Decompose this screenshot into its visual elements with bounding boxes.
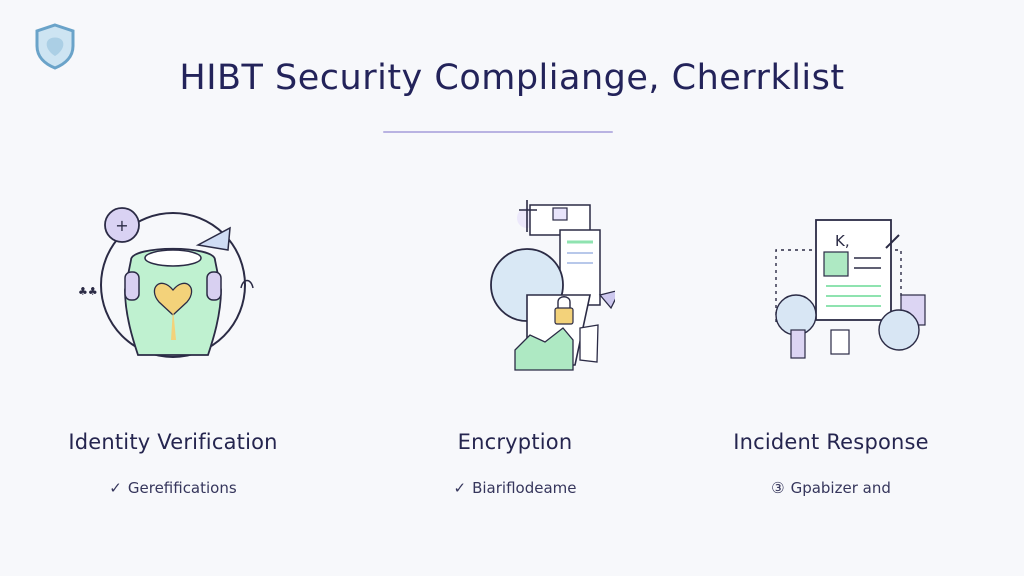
identity-verification-illustration: + ♣♣ — [78, 207, 254, 358]
subtitle-text: Biariflodeame — [472, 479, 577, 497]
column-subtitle: ③ Gpabizer and — [671, 479, 991, 497]
svg-text:♣♣: ♣♣ — [78, 285, 98, 298]
title-divider — [383, 131, 613, 133]
check-circle-icon: ✓ — [109, 479, 122, 497]
column-encryption: Encryption ✓ Biariflodeame — [355, 190, 675, 497]
document-label: K, — [835, 232, 850, 250]
svg-text:+: + — [115, 216, 128, 235]
shield-icon — [35, 23, 75, 70]
checkmark-icon: ✓ — [453, 479, 467, 497]
subtitle-text: Gpabizer and — [790, 479, 891, 497]
encryption-illustration — [490, 200, 615, 371]
column-identity-verification: + ♣♣ Identity Verification ✓ Gerefificati… — [13, 190, 333, 497]
incident-response-illustration: K, — [775, 219, 926, 359]
column-title: Incident Response — [733, 430, 929, 454]
numbered-circle-icon: ③ — [771, 479, 785, 497]
page-title: HIBT Security Compliange, Cherrklist — [179, 58, 845, 98]
column-subtitle: ✓ Biariflodeame — [355, 479, 675, 497]
column-subtitle: ✓ Gerefifications — [13, 479, 333, 497]
subtitle-text: Gerefifications — [127, 479, 237, 497]
column-incident-response: K, Incident Response ③ Gpabizer and — [671, 190, 991, 497]
column-title: Identity Verification — [68, 430, 278, 454]
column-title: Encryption — [457, 430, 573, 454]
